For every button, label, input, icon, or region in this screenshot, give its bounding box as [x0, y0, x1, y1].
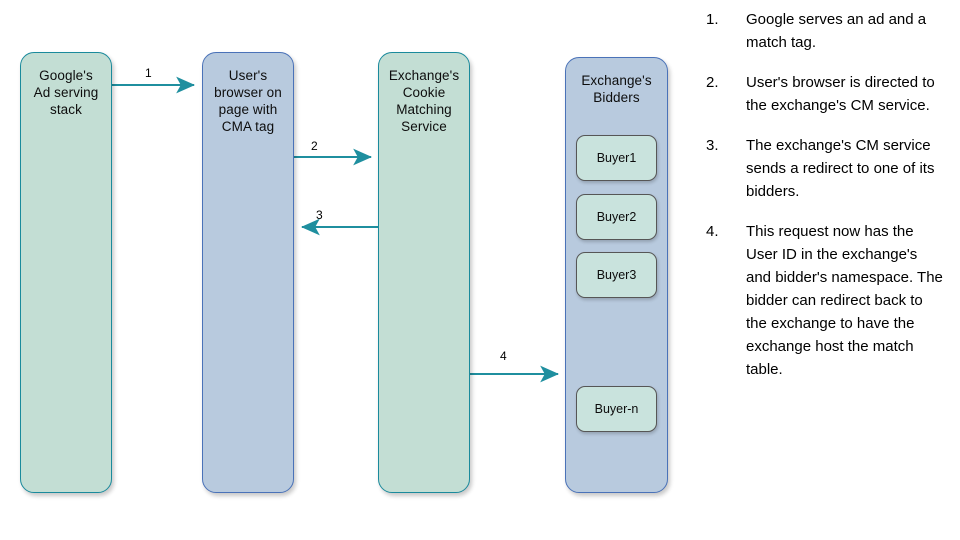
- buyer-box-3[interactable]: Buyer3: [576, 252, 657, 298]
- node-google-ad-serving-stack[interactable]: Google's Ad serving stack: [20, 52, 112, 493]
- buyer-box-1[interactable]: Buyer1: [576, 135, 657, 181]
- step-1-number: 1.: [706, 11, 719, 28]
- list-item: 4. This request now has the User ID in t…: [706, 220, 946, 381]
- step-4-number: 4.: [706, 223, 719, 240]
- node-exchange-cookie-matching-service[interactable]: Exchange's Cookie Matching Service: [378, 52, 470, 493]
- node-google-label: Google's Ad serving stack: [33, 68, 99, 117]
- buyer-2-label: Buyer2: [596, 209, 637, 224]
- node-bidders-label: Exchange's Bidders: [581, 73, 652, 105]
- arrow-1-number: 1: [145, 66, 152, 80]
- step-1-text: Google serves an ad and a match tag.: [746, 11, 927, 51]
- buyer-1-label: Buyer1: [596, 150, 637, 165]
- buyer-3-label: Buyer3: [596, 267, 637, 282]
- arrow-3-number: 3: [316, 208, 323, 222]
- buyer-box-2[interactable]: Buyer2: [576, 194, 657, 240]
- list-item: 1. Google serves an ad and a match tag.: [706, 8, 946, 54]
- step-4-text: This request now has the User ID in the …: [746, 223, 943, 378]
- step-2-text: User's browser is directed to the exchan…: [746, 74, 935, 114]
- list-item: 3. The exchange's CM service sends a red…: [706, 134, 946, 203]
- node-browser-label: User's browser on page with CMA tag: [214, 68, 282, 134]
- step-3-text: The exchange's CM service sends a redire…: [746, 137, 935, 200]
- arrow-4-number: 4: [500, 349, 507, 363]
- step-2-number: 2.: [706, 74, 719, 91]
- node-cms-label: Exchange's Cookie Matching Service: [388, 68, 460, 134]
- buyer-box-n[interactable]: Buyer-n: [576, 386, 657, 432]
- steps-list: 1. Google serves an ad and a match tag. …: [706, 8, 946, 398]
- list-item: 2. User's browser is directed to the exc…: [706, 71, 946, 117]
- node-user-browser[interactable]: User's browser on page with CMA tag: [202, 52, 294, 493]
- arrow-2-number: 2: [311, 139, 318, 153]
- step-3-number: 3.: [706, 137, 719, 154]
- buyer-n-label: Buyer-n: [594, 401, 639, 416]
